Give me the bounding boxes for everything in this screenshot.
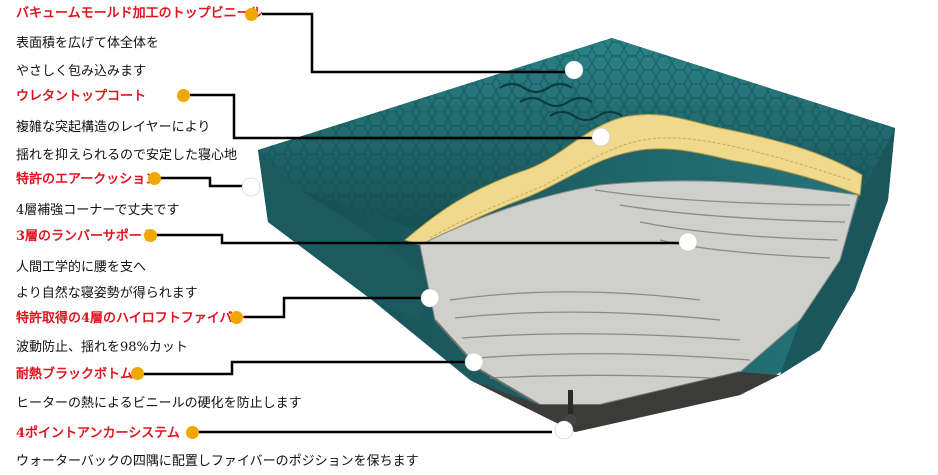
feature-title-top-vinyl: バキュームモールド加工のトップビニール [16, 6, 263, 21]
leader-tip [678, 232, 698, 252]
leader-tip [420, 288, 440, 308]
feature-desc: 表面積を広げて体全体を [16, 36, 160, 51]
feature-bullet-icon [144, 229, 157, 242]
feature-desc: より自然な寝姿勢が得られます [16, 286, 198, 301]
feature-desc: 波動防止、揺れを98%カット [16, 340, 188, 355]
right-side-wall [780, 128, 895, 375]
leader-tip [554, 420, 574, 440]
feature-title-hi-loft-fiber: 特許取得の4層のハイロフトファイバー [16, 311, 246, 326]
feature-bullet-icon [177, 89, 190, 102]
leader-tip [591, 127, 611, 147]
black-bottom [470, 372, 780, 432]
anchor-pin [568, 390, 573, 422]
feature-bullet-icon [131, 367, 144, 380]
urethane-top-coat [404, 114, 863, 246]
feature-bullet-icon [230, 311, 243, 324]
feature-bullet-icon [148, 172, 161, 185]
feature-desc: 揺れを抑えられるので安定した寝心地 [16, 148, 238, 163]
feature-bullet-icon [245, 8, 258, 21]
feature-desc: 人間工学的に腰を支へ [16, 260, 147, 275]
left-side-wall [258, 150, 430, 320]
leader-tip [564, 60, 584, 80]
feature-desc: 複雑な突起構造のレイヤーにより [16, 120, 211, 135]
feature-desc: ヒーターの熱によるビニールの硬化を防止します [16, 396, 302, 411]
leader-lines [143, 12, 688, 434]
leader-tip [241, 177, 261, 197]
feature-title-air-cushion: 特許のエアークッション [16, 172, 159, 187]
feature-desc: ウォーターバックの四隅に配置しファイバーのポジションを保ちます [16, 454, 419, 469]
feature-title-black-bottom: 耐熱ブラックボトム [16, 367, 134, 382]
feature-title-anchor-system: 4ポイントアンカーシステム [16, 426, 180, 441]
leader-tip [464, 352, 484, 372]
foam-cut-face [419, 180, 859, 406]
feature-desc: 4層補強コーナーで丈夫です [16, 203, 180, 218]
feature-bullet-icon [186, 426, 199, 439]
feature-desc: やさしく包み込みます [16, 64, 147, 79]
feature-title-lumbar: 3層のランバーサポート [16, 229, 155, 244]
feature-title-urethane: ウレタントップコート [16, 89, 147, 104]
